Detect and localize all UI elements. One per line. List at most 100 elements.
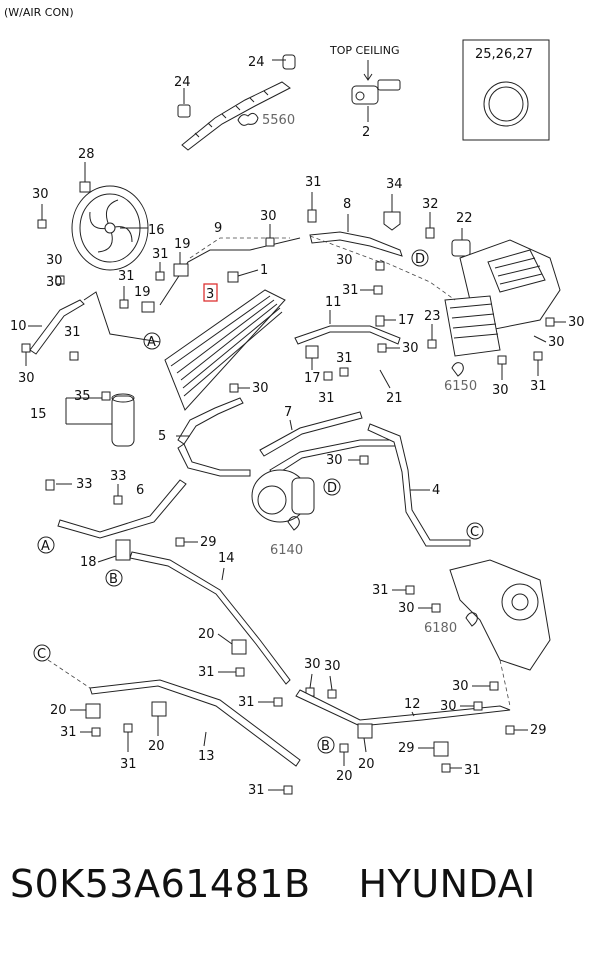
ref-code-6150: 6150 <box>444 379 477 394</box>
callout-30-br: 30 <box>440 699 457 714</box>
variant-label: (W/AIR CON) <box>4 6 74 19</box>
callout-30-br2: 30 <box>452 679 469 694</box>
connector-ref-c-low <box>33 644 51 662</box>
inset-label: 25,26,27 <box>475 47 533 62</box>
circle-ref-c-mid: C <box>470 525 479 540</box>
callout-31-bottom: 31 <box>248 783 265 798</box>
callout-31-bm2: 31 <box>238 695 255 710</box>
callout-31-6150: 31 <box>530 379 547 394</box>
callout-34: 34 <box>386 177 403 192</box>
callout-20-low: 20 <box>198 627 215 642</box>
callout-14: 14 <box>218 551 235 566</box>
callout-31-left: 31 <box>118 269 135 284</box>
sensor-part-2 <box>351 79 401 105</box>
callout-8: 8 <box>343 197 351 212</box>
callout-19-top: 19 <box>174 237 191 252</box>
connector-ref-d-top <box>411 249 429 267</box>
callout-16: 16 <box>148 223 165 238</box>
callout-4: 4 <box>432 483 440 498</box>
ac-system-diagram: (W/AIR CON) 24 24 5560 TOP CEILING 2 25,… <box>4 6 585 798</box>
callout-29-br: 29 <box>530 723 547 738</box>
connector-ref-b-low <box>317 736 335 754</box>
circle-ref-b-mid: B <box>109 572 118 587</box>
callout-32: 32 <box>422 197 439 212</box>
callout-31-top: 31 <box>305 175 322 190</box>
callout-20-bm: 20 <box>148 739 165 754</box>
callout-31-mid2: 31 <box>336 351 353 366</box>
callout-24b: 24 <box>174 75 191 90</box>
callout-30-right: 30 <box>568 315 585 330</box>
callout-30-blower: 30 <box>398 601 415 616</box>
callout-31-low: 31 <box>198 665 215 680</box>
circle-ref-d-top: D <box>415 252 425 267</box>
brand-name: HYUNDAI <box>358 862 536 906</box>
callout-2: 2 <box>362 125 370 140</box>
condenser-part-3 <box>164 289 286 411</box>
drain-hose-part-24 <box>177 54 296 151</box>
top-ceiling-note: TOP CEILING <box>329 44 400 57</box>
callout-30-6150: 30 <box>492 383 509 398</box>
callout-20-bl: 20 <box>50 703 67 718</box>
connector-ref-a-mid <box>37 536 55 554</box>
callout-20-br: 29 <box>398 741 415 756</box>
callout-15: 15 <box>30 407 47 422</box>
circle-ref-d-mid: D <box>327 481 337 496</box>
callout-30-bottomleft: 30 <box>18 371 35 386</box>
callout-31-bc: 20 <box>336 769 353 784</box>
callout-17-right: 17 <box>398 313 415 328</box>
callout-30-right2: 30 <box>548 335 565 350</box>
callout-30-comp: 30 <box>326 453 343 468</box>
callout-31-mid3: 31 <box>318 391 335 406</box>
callout-17-mid: 17 <box>304 371 321 386</box>
callout-31-br: 31 <box>464 763 481 778</box>
callout-10: 10 <box>10 319 27 334</box>
callout-35: 35 <box>74 389 91 404</box>
callout-30-low1: 30 <box>304 657 321 672</box>
callout-30-evap: 30 <box>336 253 353 268</box>
circle-ref-a-mid: A <box>41 539 50 554</box>
callout-6: 6 <box>136 483 144 498</box>
callout-30-left: 30 <box>46 253 63 268</box>
callout-30-mid2: 30 <box>252 381 269 396</box>
connector-ref-a-top <box>143 332 161 350</box>
highlighted-part-3: 3 <box>206 287 214 302</box>
callout-31-mid: 31 <box>152 247 169 262</box>
compressor <box>251 469 315 523</box>
blower-unit <box>449 559 551 671</box>
callout-31-bl: 31 <box>60 725 77 740</box>
callout-33-left: 33 <box>76 477 93 492</box>
callout-33-mid: 33 <box>110 469 127 484</box>
callout-9: 9 <box>214 221 222 236</box>
callout-22: 22 <box>456 211 473 226</box>
part-number: S0K53A61481B <box>10 862 311 906</box>
callout-31-10: 31 <box>64 325 81 340</box>
connector-ref-c-mid <box>466 522 484 540</box>
callout-7: 7 <box>284 405 292 420</box>
circle-ref-a-top: A <box>147 335 156 350</box>
callout-24a: 24 <box>248 55 265 70</box>
connector-ref-d-mid <box>323 478 341 496</box>
ref-code-6180: 6180 <box>424 621 457 636</box>
callout-31-evap: 31 <box>342 283 359 298</box>
highlight-box-3 <box>203 283 218 302</box>
callout-13: 13 <box>198 749 215 764</box>
connector-ref-b-mid <box>105 569 123 587</box>
ref-code-6140: 6140 <box>270 543 303 558</box>
callout-11: 11 <box>325 295 342 310</box>
callout-31-bm: 31 <box>120 757 137 772</box>
footer: S0K53A61481B HYUNDAI <box>10 862 595 922</box>
callout-30-top: 30 <box>260 209 277 224</box>
callout-30-mid: 30 <box>402 341 419 356</box>
callout-30-left2: 30 <box>46 275 63 290</box>
callout-5: 5 <box>158 429 166 444</box>
callout-30-low2: 30 <box>324 659 341 674</box>
callout-30-fan: 30 <box>32 187 49 202</box>
callout-1: 1 <box>260 263 268 278</box>
o-ring-inset <box>462 39 550 141</box>
ref-code-5560: 5560 <box>262 113 295 128</box>
callout-21: 21 <box>386 391 403 406</box>
callout-18: 18 <box>80 555 97 570</box>
callout-19-mid: 19 <box>134 285 151 300</box>
callout-28: 28 <box>78 147 95 162</box>
ref-icon-5560 <box>237 112 259 126</box>
